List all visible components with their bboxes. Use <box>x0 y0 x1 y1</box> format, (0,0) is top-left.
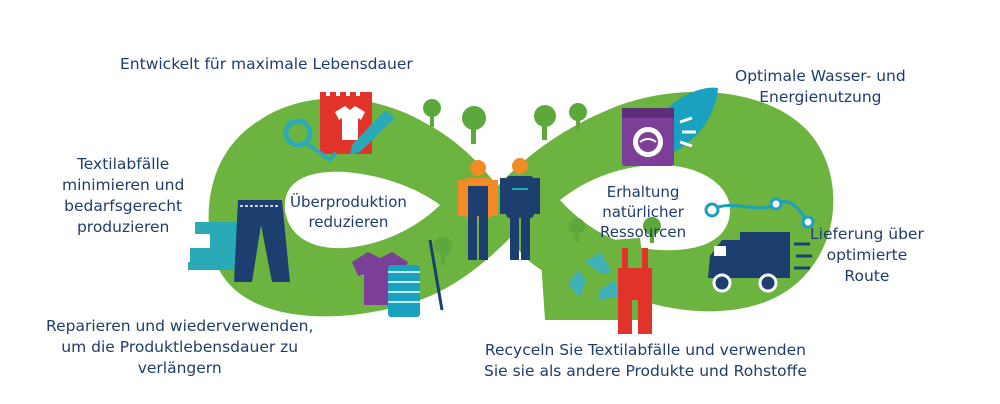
sewing-machine-icon <box>188 222 244 270</box>
label-preserve-resources: Erhaltung natürlicher Ressourcen <box>600 183 687 241</box>
label-minimize-waste: Textilabfälle minimieren und bedarfsgere… <box>62 155 185 236</box>
worker-navy-icon <box>500 158 540 260</box>
tree-icon <box>569 218 585 242</box>
tape-measure-icon <box>283 118 338 163</box>
label-recycle: Recyceln Sie Textilabfälle und verwenden… <box>484 341 807 380</box>
tree-icon <box>462 106 486 144</box>
delivery-truck-icon <box>708 232 812 293</box>
label-delivery-route: Lieferung über optimierte Route <box>810 225 924 285</box>
label-max-lifespan: Entwickelt für maximale Lebensdauer <box>120 55 413 73</box>
washing-machine-icon <box>622 108 696 166</box>
tree-icon <box>643 217 661 243</box>
overalls-icon <box>618 248 652 334</box>
label-reduce-overproduction: Überproduktion reduzieren <box>290 193 407 231</box>
loop-hole-left <box>284 171 440 249</box>
worker-orange-icon <box>458 160 498 260</box>
loop-hole-right <box>560 165 730 251</box>
shirt-thread-icon <box>352 239 444 317</box>
tree-icon <box>534 105 556 140</box>
tree-icon <box>569 103 587 131</box>
route-icon <box>704 197 815 229</box>
jeans-icon <box>234 200 290 282</box>
recycle-icon <box>568 252 622 300</box>
label-repair-reuse: Reparieren und wiederverwenden, um die P… <box>46 317 314 377</box>
label-water-energy: Optimale Wasser- und Energienutzung <box>735 67 906 106</box>
tree-icon <box>434 237 452 265</box>
tree-icon <box>423 99 441 127</box>
pencil-icon <box>350 110 395 155</box>
